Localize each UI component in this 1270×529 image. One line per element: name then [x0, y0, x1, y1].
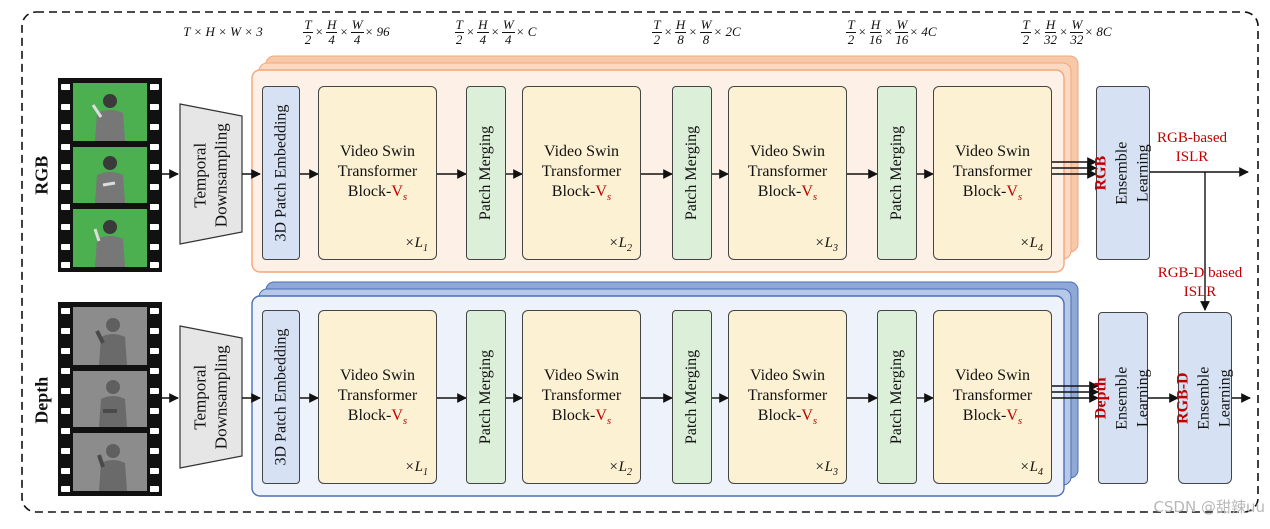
depth-stream-label: Depth: [31, 376, 52, 424]
depth-temporal-label: Temporal Downsampling: [190, 345, 231, 449]
depth-patch-merging-3: Patch Merging: [877, 310, 917, 484]
depth-patch-merging-1: Patch Merging: [466, 310, 506, 484]
rgb-person-2: [95, 156, 125, 203]
outer-dashed-frame: [21, 11, 1259, 513]
watermark: CSDN @甜辣uu: [1153, 497, 1265, 516]
rgb-stream-label: RGB: [31, 155, 52, 195]
depth-temporal-trapezoid: [179, 325, 243, 469]
rgb-patch-merging-2: Patch Merging: [672, 86, 712, 260]
rgb-person-3: [93, 220, 125, 267]
depth-frame-2: [70, 368, 150, 430]
rgb-frame-2: [70, 144, 150, 206]
depth-patch-embedding: 3D Patch Embedding: [262, 310, 300, 484]
depth-person-2: [99, 380, 127, 427]
depth-frame-3: [70, 430, 150, 494]
rgb-arrows: [160, 157, 1249, 311]
rgb-patch-merging-1: Patch Merging: [466, 86, 506, 260]
depth-ensemble-learning: Depth Ensemble Learning: [1093, 312, 1151, 484]
rgb-frame-3: [70, 206, 150, 270]
dim-input: T × H × W × 3: [183, 23, 263, 39]
depth-frame-1: [70, 304, 150, 368]
rgbd-ensemble-learning: RGB-D Ensemble Learning: [1175, 312, 1233, 484]
depth-patch-merging-2: Patch Merging: [672, 310, 712, 484]
rgb-frame-1: [70, 80, 150, 144]
depth-arrows: [160, 381, 1251, 403]
depth-person-3: [97, 444, 127, 491]
depth-person-1: [95, 318, 127, 365]
rgb-person-1: [91, 94, 125, 141]
rgb-temporal-label: Temporal Downsampling: [190, 123, 231, 227]
rgbd-based-islr-label: RGB-D based ISLR: [1157, 265, 1243, 300]
rgb-based-islr-label: RGB-based ISLR: [1157, 130, 1227, 165]
rgb-temporal-trapezoid: [179, 103, 243, 245]
rgb-patch-embedding: 3D Patch Embedding: [262, 86, 300, 260]
rgb-patch-merging-3: Patch Merging: [877, 86, 917, 260]
rgb-ensemble-learning: RGB Ensemble Learning: [1093, 86, 1151, 260]
